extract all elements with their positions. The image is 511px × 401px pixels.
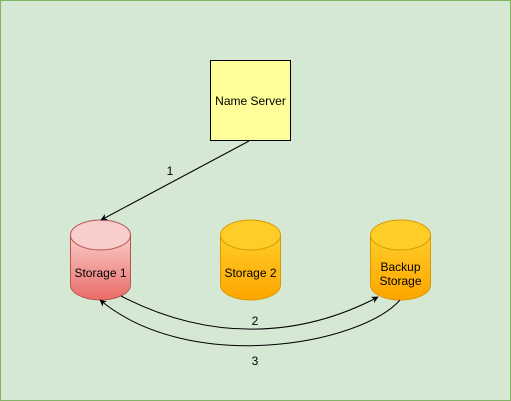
name-server-text: Name Server <box>215 93 286 108</box>
name-server-box[interactable] <box>210 60 291 141</box>
storage2-cylinder[interactable] <box>220 219 281 301</box>
storage1-label: Storage 1 <box>70 258 131 288</box>
edge-2-label: 2 <box>251 314 259 328</box>
edge-1-arrow <box>100 140 250 221</box>
edge-3-label: 3 <box>251 354 259 368</box>
edge-2-arrow <box>120 295 379 330</box>
edge-3-arrow <box>99 299 401 347</box>
edge-1-label: 1 <box>166 164 174 178</box>
storage1-text: Storage 1 <box>74 266 127 280</box>
backup-storage-label: Backup Storage <box>366 259 435 289</box>
backup-storage-cylinder[interactable] <box>370 219 431 301</box>
name-server-label: Name Server <box>210 60 291 141</box>
storage2-text: Storage 2 <box>224 266 277 280</box>
backup-storage-text: Backup Storage <box>379 260 422 288</box>
storage2-label: Storage 2 <box>220 258 281 288</box>
